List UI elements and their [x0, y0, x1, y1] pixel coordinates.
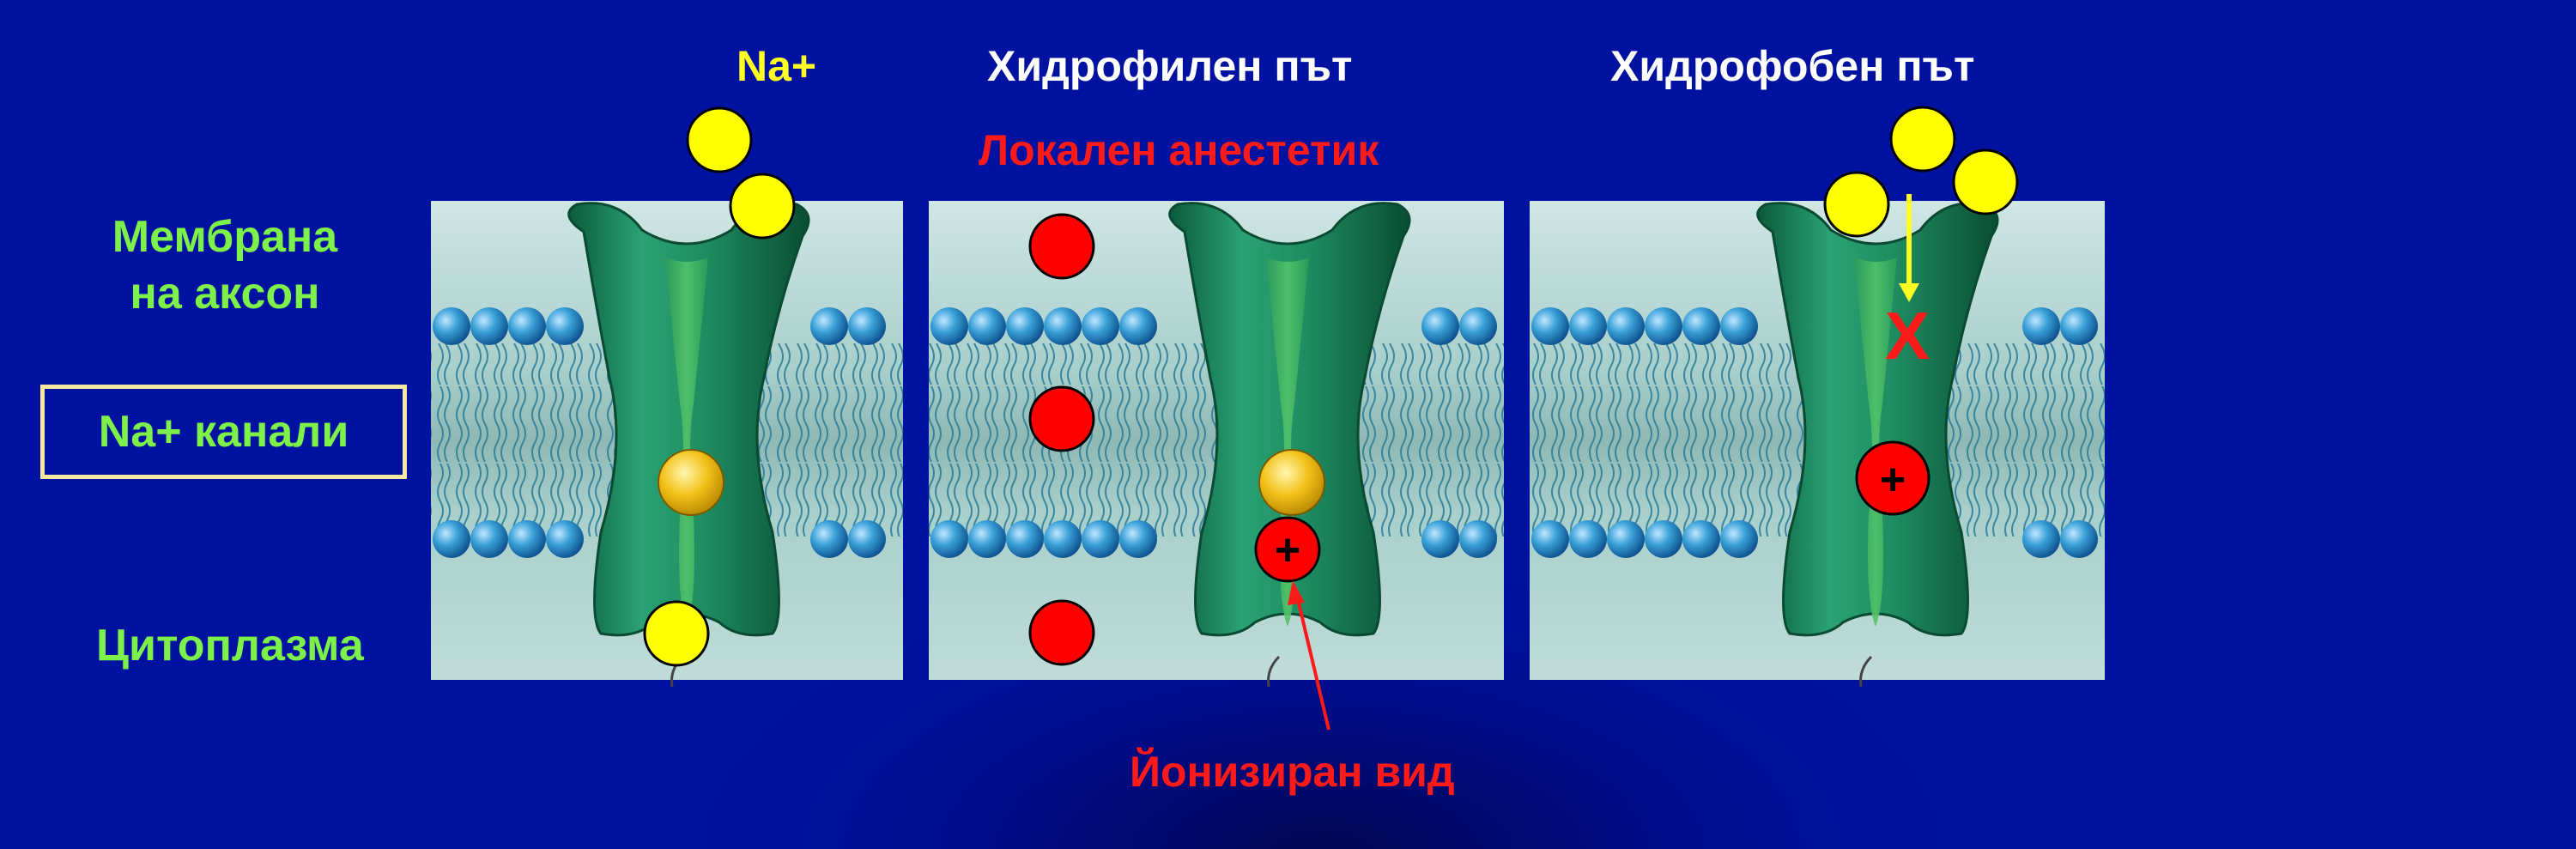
- panel-hydrophobic-path: [1530, 201, 2105, 688]
- lipid-head: [810, 307, 848, 345]
- lipid-head: [470, 520, 508, 558]
- lipid-head: [1607, 520, 1645, 558]
- lipid-head: [1569, 520, 1607, 558]
- lipid-head: [1082, 307, 1119, 345]
- lipid-head: [1682, 520, 1720, 558]
- lipid-head: [1607, 307, 1645, 345]
- lipid-head: [508, 520, 546, 558]
- lipid-head: [848, 307, 886, 345]
- lipid-head: [930, 520, 968, 558]
- axon-membrane-label: Мембрана на аксон: [96, 215, 354, 316]
- lipid-head: [1531, 520, 1569, 558]
- hydrophilic-path-label: Хидрофилен път: [987, 42, 1353, 90]
- lipid-head: [968, 520, 1006, 558]
- lipid-head: [1421, 520, 1459, 558]
- sodium-ion: [1889, 106, 1956, 173]
- lipid-head: [2060, 307, 2098, 345]
- arrow-icon: [1288, 580, 1330, 731]
- sodium-ion-in-pore: [1258, 449, 1325, 516]
- channel-pore: [1266, 258, 1309, 627]
- channel-pore: [1854, 258, 1897, 627]
- lipid-head: [1720, 307, 1758, 345]
- axon-membrane-line2: на аксон: [130, 269, 320, 318]
- anesthetic-molecule: [1028, 385, 1095, 452]
- anesthetic-molecule: [1028, 213, 1095, 280]
- lipid-head: [1645, 307, 1682, 345]
- lipid-head: [433, 520, 470, 558]
- lipid-head: [1682, 307, 1720, 345]
- na-channels-label: Na+ канали: [98, 407, 349, 457]
- lipid-head: [1082, 520, 1119, 558]
- lipid-head: [2022, 520, 2060, 558]
- sodium-ion-in-pore: [658, 449, 724, 516]
- lipid-head: [1459, 307, 1497, 345]
- lipid-head: [1531, 307, 1569, 345]
- lipid-head: [1569, 307, 1607, 345]
- lipid-head: [1421, 307, 1459, 345]
- ionized-form-label: Йонизиран вид: [1130, 748, 1455, 796]
- lipid-head: [1006, 520, 1044, 558]
- na-plus-label: Na+: [736, 42, 817, 90]
- lipid-head: [968, 307, 1006, 345]
- sodium-ion: [1823, 171, 1890, 238]
- lipid-head: [848, 520, 886, 558]
- plus-sign: +: [1275, 525, 1300, 575]
- anesthetic-molecule: [1028, 599, 1095, 666]
- lipid-head: [1119, 307, 1157, 345]
- lipid-head: [1645, 520, 1682, 558]
- na-channels-box: Na+ канали: [40, 385, 407, 479]
- sodium-ion: [686, 106, 753, 173]
- local-anesthetic-label: Локален анестетик: [979, 126, 1379, 174]
- lipid-head: [1459, 520, 1497, 558]
- anesthetic-molecules: + +: [1028, 213, 1930, 666]
- hydrophobic-path-label: Хидрофобен път: [1610, 42, 1975, 90]
- blocked-arrow-icon: X: [1885, 194, 1930, 373]
- axon-membrane-line1: Мембрана: [112, 212, 338, 262]
- lipid-head: [930, 307, 968, 345]
- lipid-head: [546, 520, 584, 558]
- plus-sign: +: [1880, 455, 1906, 505]
- lipid-head: [1119, 520, 1157, 558]
- sodium-ion: [643, 600, 710, 667]
- panel-hydrophilic-path: [929, 201, 1504, 688]
- lipid-head: [2022, 307, 2060, 345]
- lipid-head: [1720, 520, 1758, 558]
- lipid-head: [546, 307, 584, 345]
- lipid-head: [1044, 520, 1082, 558]
- block-x-mark: X: [1885, 298, 1930, 373]
- lipid-head: [433, 307, 470, 345]
- sodium-ion: [1952, 149, 2019, 215]
- lipid-head: [810, 520, 848, 558]
- lipid-head: [470, 307, 508, 345]
- channel-pore: [665, 258, 708, 627]
- ionized-anesthetic: +: [1855, 440, 1930, 516]
- cytoplasm-label: Цитоплазма: [96, 621, 364, 670]
- lipid-head: [1006, 307, 1044, 345]
- lipid-head: [508, 307, 546, 345]
- ionized-anesthetic: +: [1254, 516, 1321, 583]
- lipid-head: [2060, 520, 2098, 558]
- sodium-ions: [643, 106, 2019, 667]
- panel-resting-channel: [431, 201, 903, 688]
- sodium-ion: [729, 173, 796, 240]
- lipid-head: [1044, 307, 1082, 345]
